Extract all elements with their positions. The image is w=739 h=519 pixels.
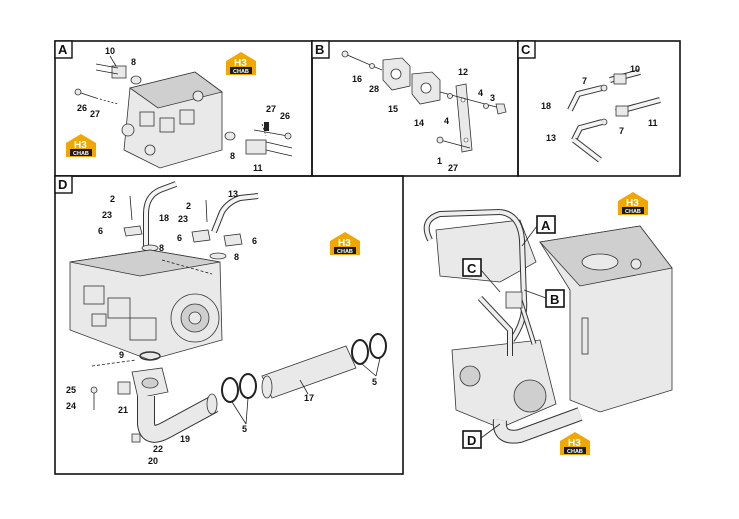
label-a-8: 8 xyxy=(131,57,136,67)
label-b-15: 15 xyxy=(388,104,398,114)
logo-mark: H3 xyxy=(234,58,247,69)
panel-a-labels: 10 8 26 27 27 26 8 11 xyxy=(77,46,290,173)
panel-b-drawing xyxy=(341,50,507,153)
label-c-7a: 7 xyxy=(582,76,587,86)
label-b-14: 14 xyxy=(414,118,424,128)
label-b-3: 3 xyxy=(490,93,495,103)
panel-d-drawing xyxy=(69,181,387,443)
svg-text:H3: H3 xyxy=(74,140,87,151)
logo-text: CHAB xyxy=(233,69,249,75)
callout-b: B xyxy=(550,292,559,307)
label-d-24: 24 xyxy=(66,401,76,411)
panel-frames xyxy=(54,40,681,475)
label-c-13: 13 xyxy=(546,133,556,143)
label-d-6b: 6 xyxy=(177,233,182,243)
logo-overview-top: H3 CHAB xyxy=(618,192,648,215)
callout-a: A xyxy=(541,218,551,233)
panel-c-labels: 10 7 18 7 13 11 xyxy=(541,64,658,143)
label-d-23b: 23 xyxy=(178,214,188,224)
label-d-20: 20 xyxy=(148,456,158,466)
label-d-2b: 2 xyxy=(186,201,191,211)
panel-b-labels: 16 28 15 14 12 4 4 3 1 27 xyxy=(352,67,495,173)
label-b-28: 28 xyxy=(369,84,379,94)
panel-a-drawing xyxy=(74,63,293,169)
label-d-13: 13 xyxy=(228,189,238,199)
label-d-23a: 23 xyxy=(102,210,112,220)
label-d-8a: 8 xyxy=(159,243,164,253)
label-a-11: 11 xyxy=(253,163,263,173)
label-d-17: 17 xyxy=(304,393,314,403)
label-d-21: 21 xyxy=(118,405,128,415)
overview-callouts: A C B D xyxy=(462,215,565,449)
svg-text:CHAB: CHAB xyxy=(625,209,641,215)
panel-a-letter: A xyxy=(58,42,68,57)
label-b-12: 12 xyxy=(458,67,468,77)
label-c-10: 10 xyxy=(630,64,640,74)
label-a-10: 10 xyxy=(105,46,115,56)
label-a-27: 27 xyxy=(90,109,100,119)
panel-c-frame xyxy=(517,40,681,177)
svg-text:H3: H3 xyxy=(568,438,581,449)
label-d-25: 25 xyxy=(66,385,76,395)
svg-text:H3: H3 xyxy=(338,238,351,249)
label-b-27: 27 xyxy=(448,163,458,173)
logo-panel-d: H3 CHAB xyxy=(330,232,360,255)
label-b-4b: 4 xyxy=(444,116,449,126)
svg-text:CHAB: CHAB xyxy=(567,449,583,455)
label-b-16: 16 xyxy=(352,74,362,84)
svg-text:CHAB: CHAB xyxy=(337,249,353,255)
panel-d-labels: 2 23 6 18 8 2 23 13 6 6 8 9 25 24 21 22 … xyxy=(66,189,381,466)
svg-text:H3: H3 xyxy=(626,198,639,209)
label-d-18: 18 xyxy=(159,213,169,223)
label-c-18: 18 xyxy=(541,101,551,111)
label-a-26: 26 xyxy=(77,103,87,113)
overview-machine xyxy=(423,209,673,444)
label-d-9: 9 xyxy=(119,350,124,360)
svg-text:CHAB: CHAB xyxy=(73,151,89,157)
label-b-1: 1 xyxy=(437,156,442,166)
panel-d-frame xyxy=(54,175,404,475)
logo-overview-bottom: H3 CHAB xyxy=(560,432,590,455)
label-d-6a: 6 xyxy=(98,226,103,236)
logo-panel-a-right: H3 CHAB xyxy=(226,52,256,75)
label-a-27b: 27 xyxy=(266,104,276,114)
label-d-2a: 2 xyxy=(110,194,115,204)
callout-c: C xyxy=(467,261,477,276)
label-d-22: 22 xyxy=(153,444,163,454)
panel-c-letter: C xyxy=(521,42,531,57)
label-b-4a: 4 xyxy=(478,88,483,98)
panel-b-letter: B xyxy=(315,42,324,57)
callout-d: D xyxy=(467,433,476,448)
label-d-5a: 5 xyxy=(242,424,247,434)
label-d-5b: 5 xyxy=(372,377,377,387)
label-d-8b: 8 xyxy=(234,252,239,262)
panel-c-drawing xyxy=(567,69,661,163)
label-d-19: 19 xyxy=(180,434,190,444)
label-a-8b: 8 xyxy=(230,151,235,161)
panel-tags: A B C D xyxy=(54,40,536,194)
panel-d-letter: D xyxy=(58,177,67,192)
logo-panel-a-left: H3 CHAB xyxy=(66,134,96,157)
label-a-26b: 26 xyxy=(280,111,290,121)
label-d-6c: 6 xyxy=(252,236,257,246)
label-c-11: 11 xyxy=(648,118,658,128)
label-c-7b: 7 xyxy=(619,126,624,136)
